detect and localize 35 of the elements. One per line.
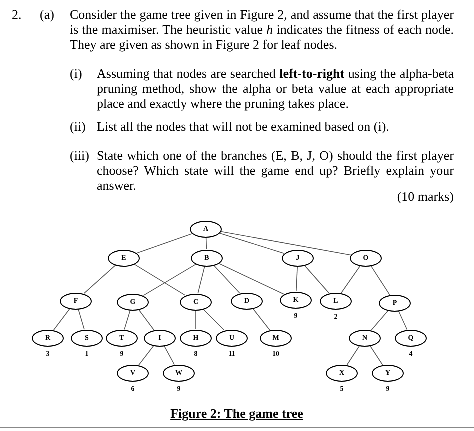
tree-edge <box>136 233 194 254</box>
tree-edge <box>219 232 285 254</box>
tree-edge <box>134 264 186 296</box>
question-number: (a) <box>40 7 56 22</box>
tree-edge <box>304 265 330 294</box>
tree-edge <box>252 308 270 331</box>
tree-edge <box>341 266 361 294</box>
question-text: Assuming that nodes are searched left-to-right using the alpha-beta pruning method, show the alpha or beta value at each appropriate place and exactly where the pruning takes place. <box>97 66 454 111</box>
tree-edge <box>371 310 389 331</box>
question-number: (i) <box>70 66 84 81</box>
tree-edge <box>138 345 154 366</box>
tree-edge <box>84 264 116 294</box>
tree-edge <box>214 265 240 294</box>
tree-edge <box>296 266 298 292</box>
tree-edge <box>78 309 85 330</box>
tree-edge <box>370 266 390 296</box>
tree-edge <box>203 309 225 331</box>
tree-edge <box>124 310 131 330</box>
tree-edge <box>138 310 154 330</box>
question-text: Consider the game tree given in Figure 2, and assume that the first player is the maximiser. The heuristic value h indicates the fitness of each node. They are given as shown in Figure 2 for leaf nodes. <box>70 7 454 52</box>
tree-edge <box>54 308 70 331</box>
tree-edge <box>198 266 206 294</box>
tree-edge <box>164 346 175 366</box>
question-number: (ii) <box>70 119 87 134</box>
tree-edge <box>206 237 208 250</box>
question-number: 2. <box>12 7 23 22</box>
tree-edge <box>398 310 408 330</box>
tree-edge <box>370 346 384 366</box>
tree-edge <box>143 264 197 296</box>
tree-edge <box>346 346 360 366</box>
tree-edge <box>220 231 352 256</box>
question-number: (iii) <box>70 148 90 163</box>
tree-edge <box>218 263 284 295</box>
question-text: List all the nodes that will not be examined based on (i). <box>97 119 390 134</box>
figure-caption: Figure 2: The game tree <box>170 405 304 423</box>
